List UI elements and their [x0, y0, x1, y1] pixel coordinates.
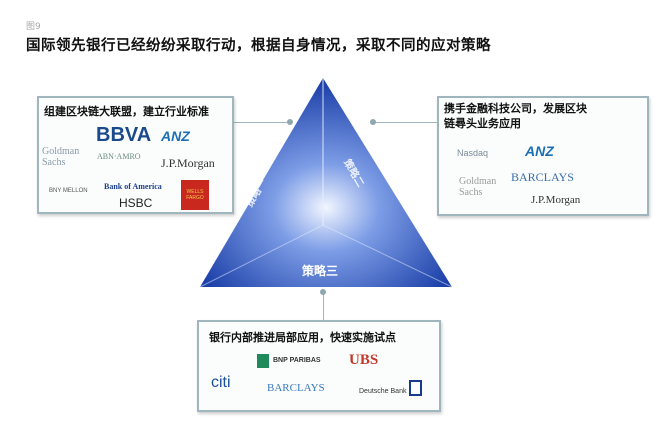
logo-goldman-sachs: Goldman Sachs [42, 146, 80, 168]
connector-dot [320, 289, 326, 295]
logo-anz: ANZ [525, 143, 554, 159]
connector-dot [287, 119, 293, 125]
box-heading: 银行内部推进局部应用，快速实施试点 [209, 331, 396, 344]
logo-wells-fargo: WELLS FARGO [181, 180, 209, 210]
logo-bny-mellon: BNY MELLON [49, 188, 88, 194]
logo-goldman-sachs: Goldman Sachs [459, 176, 497, 198]
logo-jpmorgan: J.P.Morgan [531, 194, 581, 206]
strategy-three-label: 策略三 [302, 264, 339, 278]
strategy-three-box: 银行内部推进局部应用，快速实施试点 BNP PARIBAS UBS citi B… [197, 320, 441, 412]
strategy-two-box: 携手金融科技公司，发展区块 链尋头业务应用 Nasdaq ANZ Goldman… [437, 96, 649, 216]
box-heading-line2: 链尋头业务应用 [444, 117, 521, 130]
logo-citi: citi [211, 374, 231, 391]
figure-label: 图9 [26, 22, 41, 32]
connector-right [373, 122, 437, 123]
logo-abn-amro: ABN·AMRO [97, 152, 141, 161]
logo-ubs: UBS [349, 352, 379, 368]
page-title: 国际领先银行已经纷纷采取行动，根据自身情况，采取不同的应对策略 [26, 38, 491, 54]
connector-left [233, 122, 290, 123]
connector-dot [370, 119, 376, 125]
box-heading-line1: 携手金融科技公司，发展区块 [444, 102, 587, 115]
box-heading: 组建区块链大联盟，建立行业标准 [44, 105, 209, 118]
logo-jpmorgan: J.P.Morgan [161, 156, 215, 170]
strategy-one-box: 组建区块链大联盟，建立行业标准 BBVA ANZ Goldman Sachs A… [37, 96, 234, 214]
connector-bottom [323, 290, 324, 321]
logo-anz: ANZ [161, 128, 190, 144]
triangle-shape [200, 78, 452, 287]
logo-nasdaq: Nasdaq [457, 148, 489, 158]
logo-bbva: BBVA [96, 124, 152, 146]
logo-deutsche-bank: Deutsche Bank [359, 388, 407, 395]
logo-barclays: BARCLAYS [267, 382, 325, 394]
deutsche-bank-slash-icon [409, 380, 422, 396]
logo-bnp-paribas: BNP PARIBAS [257, 354, 321, 368]
logo-barclays: BARCLAYS [511, 170, 574, 184]
logo-hsbc: HSBC [119, 196, 153, 210]
logo-bank-of-america: Bank of America [104, 182, 162, 191]
